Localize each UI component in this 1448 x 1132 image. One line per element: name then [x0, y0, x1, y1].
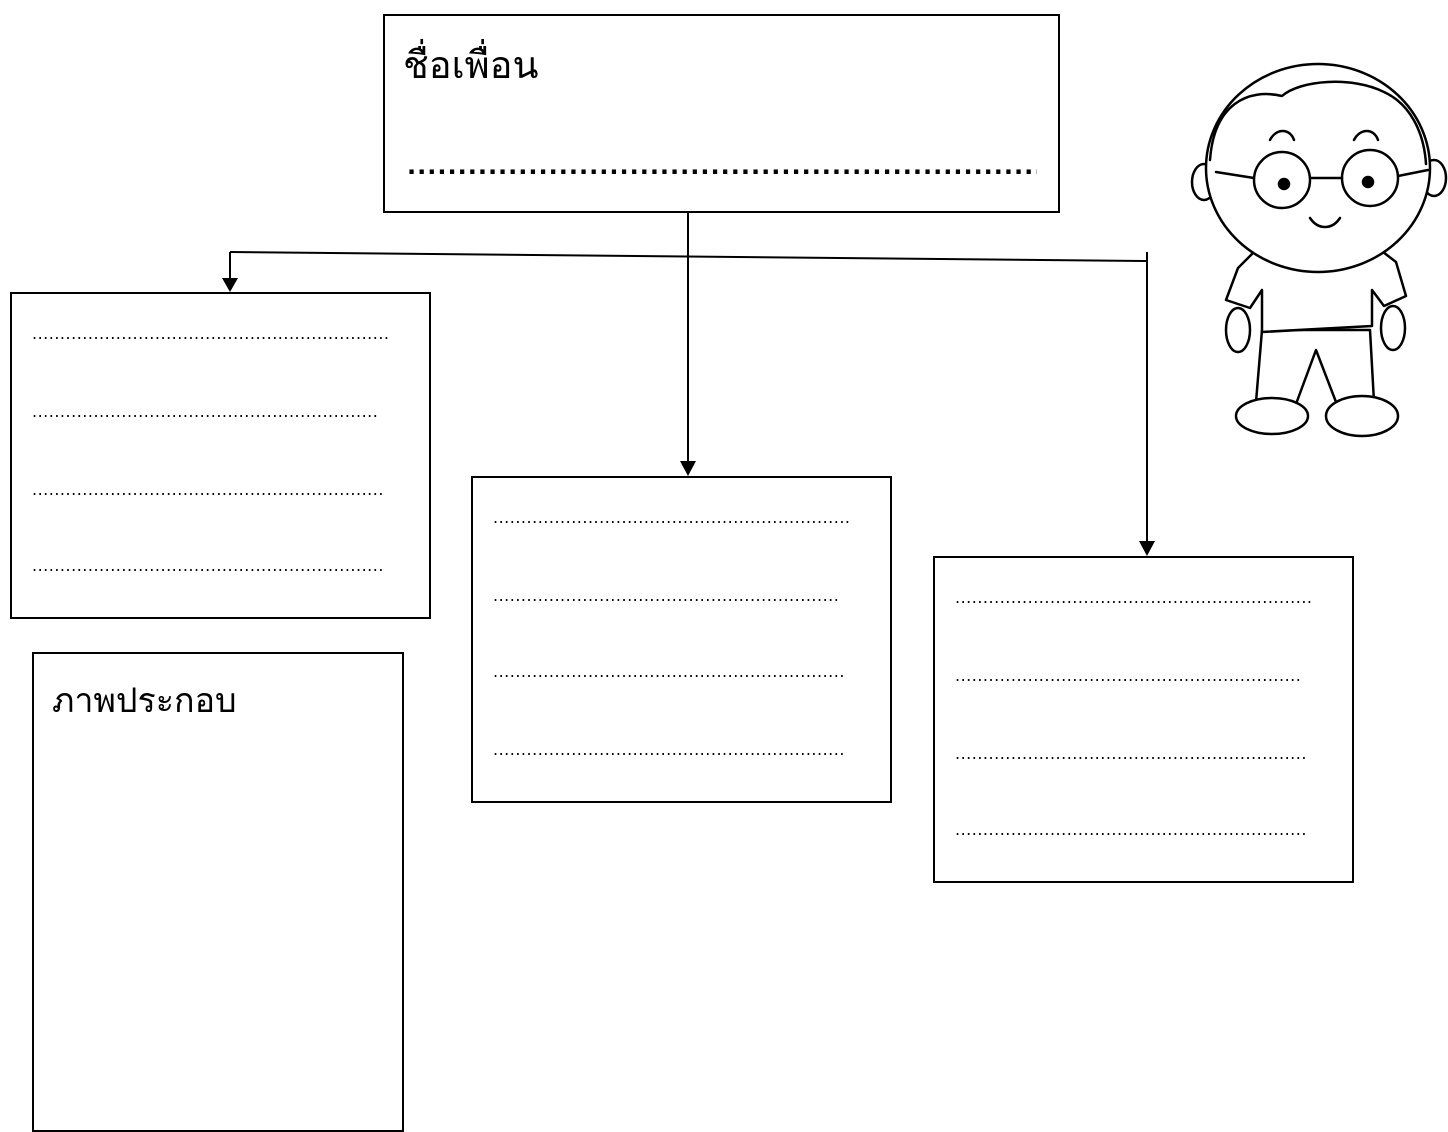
left-line-1[interactable]: ........................................…	[32, 326, 390, 342]
connector-lines	[229, 212, 1148, 542]
arrowhead-right	[1139, 541, 1155, 556]
left-hand	[1224, 306, 1252, 354]
glasses-right-arm	[1396, 168, 1430, 178]
picture-box[interactable]: ภาพประกอบ	[32, 652, 404, 1132]
hair	[1208, 80, 1428, 166]
right-line-4[interactable]: ........................................…	[955, 822, 1307, 838]
smile	[1308, 216, 1342, 229]
right-brow	[1352, 129, 1380, 142]
middle-line-4[interactable]: ........................................…	[493, 742, 845, 758]
middle-line-1[interactable]: ........................................…	[493, 510, 851, 526]
middle-line-2[interactable]: ........................................…	[493, 588, 840, 604]
middle-info-box: ........................................…	[471, 476, 892, 803]
arrowhead-left	[222, 278, 238, 292]
arrowhead-middle	[680, 461, 696, 476]
right-eye	[1361, 175, 1375, 189]
left-info-box: ........................................…	[10, 292, 431, 619]
cartoon-boy-icon	[1190, 62, 1448, 438]
right-line-2[interactable]: ........................................…	[955, 668, 1302, 684]
arrowheads	[222, 278, 1155, 556]
right-line-3[interactable]: ........................................…	[955, 746, 1307, 762]
friend-name-title: ชื่อเพื่อน	[403, 43, 539, 87]
picture-box-label: ภาพประกอบ	[52, 681, 237, 721]
left-eye	[1277, 177, 1291, 191]
middle-line-3[interactable]: ........................................…	[493, 664, 845, 680]
left-line-3[interactable]: ........................................…	[32, 482, 384, 498]
right-line-1[interactable]: ........................................…	[955, 590, 1313, 606]
right-foot	[1324, 394, 1400, 438]
pants	[1254, 328, 1376, 406]
left-line-2[interactable]: ........................................…	[32, 404, 379, 420]
left-brow	[1268, 129, 1296, 142]
left-foot	[1234, 396, 1310, 436]
friend-name-answer-line[interactable]: ........................................…	[407, 154, 1037, 178]
right-info-box: ........................................…	[933, 556, 1354, 883]
head	[1204, 62, 1432, 274]
left-line-4[interactable]: ........................................…	[32, 558, 384, 574]
friend-name-box: ชื่อเพื่อน .............................…	[383, 14, 1060, 213]
connector-horizontal	[229, 251, 1147, 262]
right-hand	[1379, 304, 1407, 352]
glasses-left-arm	[1214, 170, 1256, 180]
